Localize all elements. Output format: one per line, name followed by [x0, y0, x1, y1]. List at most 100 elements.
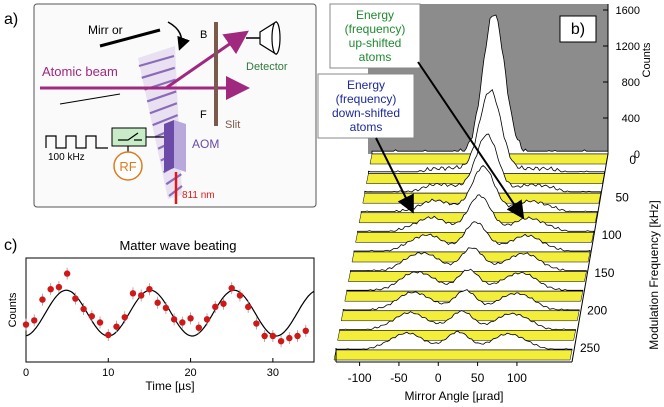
chart-c-tick-label: 30 [267, 367, 279, 379]
chart-c-tick-label: 10 [102, 367, 114, 379]
waterfall-trace [335, 330, 573, 351]
data-point [179, 319, 186, 326]
data-point [31, 317, 38, 324]
waterfall-trace [342, 289, 580, 312]
callout-line: (frequency) [345, 22, 406, 36]
wavelength-label: 811 nm [182, 190, 215, 201]
freq-axis-label: Modulation Frequency [kHz] [647, 200, 661, 349]
data-point [72, 295, 79, 302]
freq-tick-label: 150 [594, 266, 614, 280]
data-point [39, 296, 46, 303]
waterfall-tick-label: -100 [348, 371, 372, 385]
data-point [269, 332, 277, 340]
rotation-arrow [167, 21, 191, 51]
panel-c-label: c) [4, 237, 17, 254]
mirror-label: Mirr or [88, 23, 123, 37]
data-point [236, 292, 244, 299]
freq-tick-label: 50 [615, 191, 629, 205]
fit-curve [25, 289, 315, 337]
data-point [302, 327, 309, 334]
data-point [162, 304, 170, 312]
data-point [146, 286, 153, 293]
chart-c-xlabel: Time [µs] [145, 379, 194, 393]
data-point [113, 323, 120, 330]
laser-stripe [165, 173, 182, 186]
mirror [99, 28, 161, 48]
waterfall-tick-label: 100 [507, 371, 527, 385]
waterfall-tick-label: 0 [435, 371, 442, 385]
data-point [121, 314, 128, 321]
rf-source [113, 151, 143, 181]
data-point [261, 332, 268, 340]
chart-c-tick-label: 20 [184, 367, 196, 379]
callout-line: atoms [350, 120, 383, 134]
data-point [220, 300, 227, 307]
atomic-beam-b [165, 30, 249, 90]
callout-line: Energy [347, 78, 385, 92]
laser-stripe [146, 90, 177, 103]
chart-c-tick-label: 0 [23, 367, 29, 379]
arrow-down-shifted [375, 137, 414, 214]
slit-label: Slit [225, 119, 240, 131]
callout-line: (frequency) [336, 92, 397, 106]
aom-side [174, 120, 186, 172]
data-point [277, 338, 285, 345]
panel-b-label-box [559, 15, 597, 43]
aom-front [164, 120, 174, 172]
freq-label: 100 kHz [48, 152, 85, 163]
waterfall-tick-label: -50 [390, 371, 408, 385]
waterfall-trace [339, 310, 576, 331]
waterfall-trace [368, 89, 605, 174]
callout-line: up-shifted [349, 36, 402, 50]
freq-tick-label: 200 [587, 303, 607, 317]
data-point [228, 284, 235, 292]
data-point [63, 270, 71, 277]
aom-label: AOM [192, 137, 219, 151]
slit-f-label: F [200, 109, 207, 121]
data-point [105, 331, 112, 339]
rf-label: RF [119, 159, 136, 174]
switch-box [111, 127, 147, 147]
data-point [88, 313, 96, 320]
laser-stripe [138, 54, 175, 68]
chart-c-plot-area [25, 257, 315, 363]
callout-line: Energy [356, 8, 394, 22]
waterfall-trace [357, 194, 594, 233]
data-point [154, 299, 161, 306]
waterfall-trace [350, 247, 587, 272]
data-point [138, 292, 145, 299]
data-point [47, 286, 54, 293]
freq-tick-label: 100 [602, 228, 622, 242]
detector-label: Detector [246, 61, 288, 73]
callout-line: down-shifted [332, 106, 400, 120]
panel-a: a) Mirr or Atomic beam B F Slit Detector… [4, 3, 317, 208]
counts-tick-label: 1200 [616, 41, 640, 53]
freq-tick-label: 250 [580, 341, 600, 355]
detector-icon [246, 20, 281, 56]
waterfall-xlabel: Mirror Angle [µrad] [405, 389, 504, 403]
freq-tick-label: 0 [629, 153, 636, 167]
trace-ribbon [333, 349, 573, 361]
counts-tick-label: 400 [622, 113, 640, 125]
chart-c-ylabel: Counts [7, 292, 19, 327]
data-point [294, 332, 301, 340]
slit [214, 22, 218, 126]
callout-line: atoms [359, 50, 392, 64]
data-point [129, 290, 137, 297]
data-point [286, 334, 293, 342]
data-point [22, 321, 30, 328]
data-point [212, 303, 219, 311]
waterfall-trace [371, 14, 609, 155]
data-point [187, 315, 194, 322]
angle-line [59, 93, 121, 105]
waterfall-trace [353, 221, 591, 253]
panel-b-label: b) [571, 21, 585, 38]
waterfall-depth-axis [571, 153, 609, 363]
counts-tick-label: 1600 [616, 5, 640, 17]
data-point [96, 319, 104, 326]
laser-stripe [149, 102, 178, 115]
callout-down [317, 73, 415, 139]
data-point [55, 283, 63, 291]
waterfall-trace [346, 268, 584, 292]
